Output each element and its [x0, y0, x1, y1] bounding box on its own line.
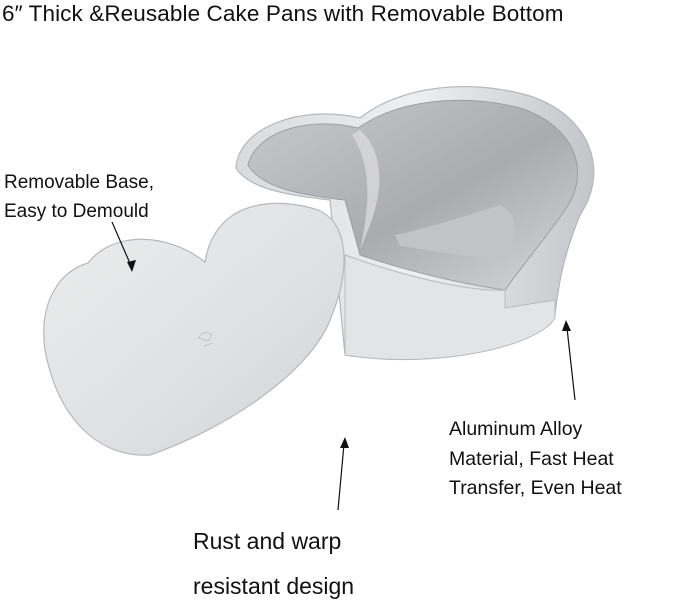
callout-line: Removable Base, [4, 172, 154, 193]
callout-removable-base: Removable Base, Easy to Demould [4, 168, 154, 226]
callout-line: Material, Fast Heat [449, 447, 614, 470]
removable-base-disc [43, 202, 345, 456]
callout-rust-line1: Rust and warp [193, 528, 342, 554]
callout-line: Transfer, Even Heat [449, 477, 622, 499]
callout-aluminum: Aluminum Alloy Material, Fast Heat Trans… [449, 415, 622, 504]
callout-line: Aluminum Alloy [449, 418, 583, 440]
callout-rust-line2: resistant design [193, 573, 355, 599]
arrow-aluminum [562, 320, 576, 401]
arrow-rust [337, 437, 349, 511]
arrow-removable-base [111, 221, 136, 272]
callout-line: Easy to Demould [4, 201, 149, 222]
product-title: 6″ Thick &Reusable Cake Pans with Remova… [2, 1, 564, 26]
heart-pan [235, 85, 595, 361]
